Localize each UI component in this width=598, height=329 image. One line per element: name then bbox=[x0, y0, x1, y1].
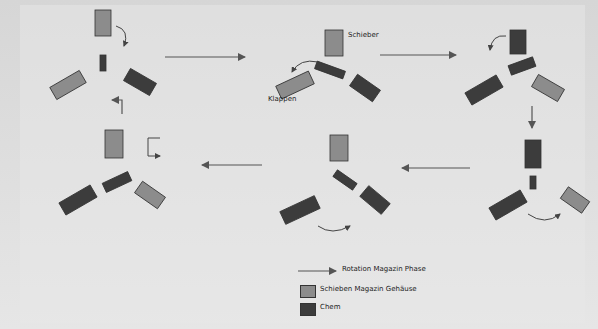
part-label: Klappen bbox=[268, 96, 296, 104]
legend-text: Chem bbox=[320, 304, 340, 312]
legend-text: Rotation Magazin Phase bbox=[342, 266, 426, 274]
legend-text: Schieben Magazin Gehäuse bbox=[320, 286, 417, 294]
legend-swatch bbox=[300, 285, 316, 298]
legend-swatch bbox=[300, 303, 316, 316]
legend-arrow-sample bbox=[298, 270, 336, 271]
part-label: Schieber bbox=[348, 32, 379, 40]
